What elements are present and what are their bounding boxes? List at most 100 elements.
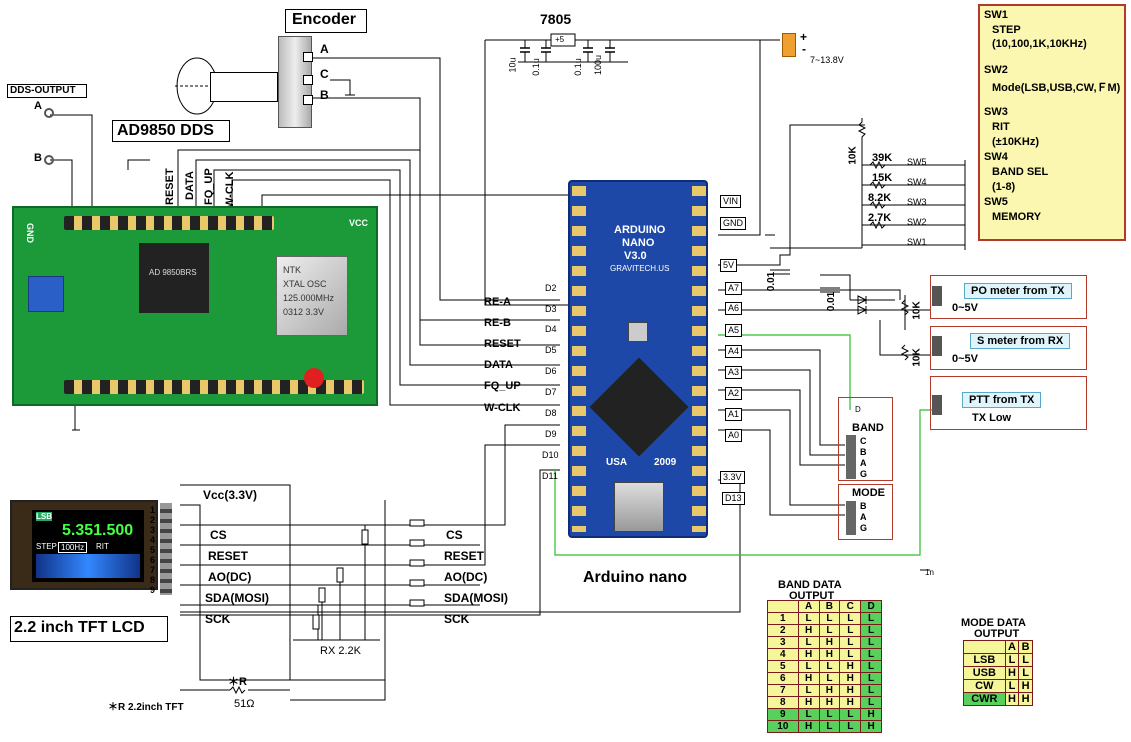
dds-gnd-label: GND (25, 223, 35, 243)
table-cell: H (818, 684, 841, 697)
table-cell: 3 (767, 636, 799, 649)
encoder-pin (303, 75, 313, 85)
table-cell: L (839, 636, 862, 649)
table-cell: H (860, 720, 882, 733)
table-cell: L (797, 612, 820, 625)
table-cell: L (818, 624, 841, 637)
dds-header-top (64, 216, 274, 230)
tft-r-cs: CS (446, 528, 463, 542)
pin-d10: D10 (542, 450, 559, 460)
tft-title: 2.2 inch TFT LCD (14, 619, 145, 636)
table-cell: H (818, 636, 841, 649)
table-cell: H (797, 696, 820, 709)
pin-gnd: GND (720, 217, 746, 230)
table-cell: 10 (767, 720, 799, 733)
mode-header (846, 501, 856, 535)
band-connector-box (838, 397, 893, 481)
band-table-header-cell: D (860, 600, 882, 613)
table-cell: L (839, 720, 862, 733)
sw-label: SW1 (907, 237, 927, 247)
table-cell: H (839, 684, 862, 697)
pin-a5: A5 (725, 324, 743, 337)
band-table-header-cell: B (818, 600, 841, 613)
band-table-header-cell (767, 600, 799, 613)
band-header (846, 435, 856, 479)
pin-d7: D7 (545, 387, 557, 397)
table-cell: L (1004, 679, 1020, 693)
led-icon (304, 368, 324, 388)
dds-output-box (7, 84, 87, 98)
tft-r-aodc: AO(DC) (444, 570, 488, 584)
pin-a3: A3 (725, 366, 743, 379)
trimmer-pot (28, 276, 64, 312)
table-cell: H (797, 720, 820, 733)
r-note: ＊R 2.2inch TFT (108, 702, 184, 713)
table-cell: L (818, 708, 841, 721)
dds-out-a: A (34, 100, 42, 112)
band-table-title: BAND DATA (778, 579, 842, 591)
sw-label: SW4 (907, 177, 927, 187)
tft-vcc: Vcc(3.3V) (203, 488, 258, 502)
table-cell: H (1004, 692, 1020, 706)
meter-cap: 0.01 (826, 291, 838, 312)
tft-title-box (10, 616, 168, 642)
cap-label: 100u (593, 54, 604, 76)
mode-table-subtitle: OUTPUT (974, 628, 1020, 640)
table-cell: L (860, 672, 882, 685)
r-label: ＊R (228, 676, 247, 688)
band-table-subtitle: OUTPUT (789, 590, 835, 602)
dds-header-bottom (64, 380, 364, 394)
mode-title: MODE (852, 487, 885, 499)
sw-resistor: 2.7K (868, 212, 892, 224)
table-cell: H (839, 660, 862, 673)
table-cell: H (797, 672, 820, 685)
table-cell: H (797, 648, 820, 661)
power-minus: - (802, 42, 806, 56)
dds-out-b: B (34, 152, 42, 164)
mode-table-title: MODE DATA (961, 617, 1026, 629)
table-cell: L (839, 708, 862, 721)
encoder-title: Encoder (292, 11, 357, 28)
table-cell: H (1018, 692, 1033, 706)
sig-wclk: W-CLK (484, 402, 521, 414)
power-connector (782, 33, 796, 57)
r-value: 51Ω (234, 698, 255, 710)
s-meter-pot: 10K (911, 348, 923, 367)
tft-aodc: AO(DC) (208, 570, 252, 584)
regulator-title: 7805 (540, 11, 572, 27)
s-meter-label: S meter from RX (970, 333, 1071, 349)
table-cell: L (860, 696, 882, 709)
nano-pins-right (692, 186, 706, 532)
ptt-cap-label: 1n (925, 568, 934, 577)
tft-sda: SDA(MOSI) (205, 591, 269, 605)
band-table-header-cell: A (797, 600, 820, 613)
tft-pin-header (160, 503, 172, 595)
dds-output-label: DDS-OUTPUT (10, 85, 76, 96)
pin-d8: D8 (545, 408, 557, 418)
dds-oscillator: NTK XTAL OSC 125.000MHz 0312 3.3V (276, 256, 348, 336)
sw-label: SW3 (907, 197, 927, 207)
tft-reset: RESET (208, 549, 249, 563)
tft-r-sck: SCK (444, 612, 470, 626)
sw-resistor: 15K (872, 172, 893, 184)
cap-label: 0.1u (572, 58, 583, 76)
dds-pin-wclk: W-CLK (224, 171, 236, 208)
tft-r-sda: SDA(MOSI) (444, 591, 508, 605)
dds-pin-fqup: FQ_UP (203, 168, 215, 205)
pin-a6: A6 (725, 302, 743, 315)
tft-screen: LSB 5.351.500 STEP 100Hz RIT (32, 510, 144, 582)
sig-data: DATA (484, 359, 513, 371)
table-cell: 7 (767, 684, 799, 697)
sw-label: SW2 (907, 217, 927, 227)
table-cell: H (839, 696, 862, 709)
table-cell: L (818, 660, 841, 673)
usb-connector (614, 482, 664, 532)
table-cell: L (839, 612, 862, 625)
table-cell: L (818, 672, 841, 685)
pin-d6: D6 (545, 366, 557, 376)
